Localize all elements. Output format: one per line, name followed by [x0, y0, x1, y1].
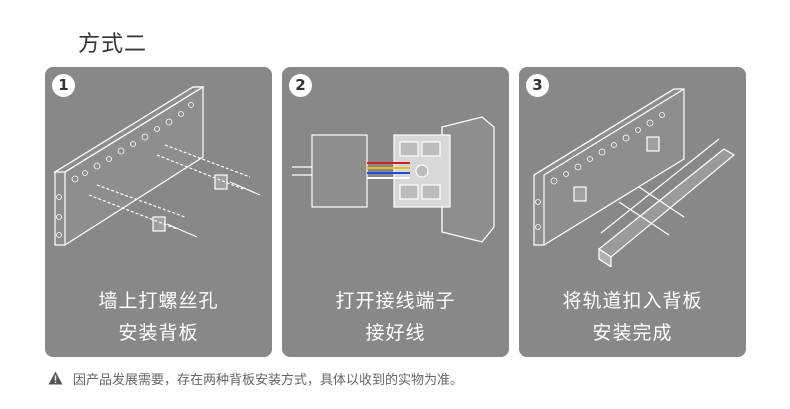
- footnote-text: 因产品发展需要，存在两种背板安装方式，具体以收到的实物为准。: [73, 372, 464, 388]
- step-panel-3: 3 将轨道扣入背板 安装完成: [519, 67, 746, 357]
- section-title: 方式二: [78, 32, 148, 57]
- step-caption-line2: 安装背板: [118, 322, 199, 344]
- track-mounting-illustration: [533, 88, 736, 267]
- wall-drilling-illustration: [52, 86, 261, 246]
- step-caption-line2: 安装完成: [592, 322, 673, 344]
- step-number-badge: 1: [52, 74, 75, 97]
- step-caption-line1: 将轨道扣入背板: [562, 290, 703, 312]
- step-panel-2: 2 打开接线端子 接好线: [282, 67, 509, 357]
- step-panel-1: 1 墙上打螺丝孔 安装背板: [45, 67, 272, 357]
- footnote: 因产品发展需要，存在两种背板安装方式，具体以收到的实物为准。: [48, 368, 463, 388]
- warning-icon: [48, 371, 63, 385]
- step-caption-line1: 墙上打螺丝孔: [98, 290, 219, 312]
- step-number-badge: 2: [289, 74, 312, 97]
- terminal-wiring-illustration: [292, 116, 495, 243]
- step-caption-line1: 打开接线端子: [335, 290, 456, 312]
- step-number-badge: 3: [526, 74, 549, 97]
- step-caption-line2: 接好线: [365, 322, 426, 344]
